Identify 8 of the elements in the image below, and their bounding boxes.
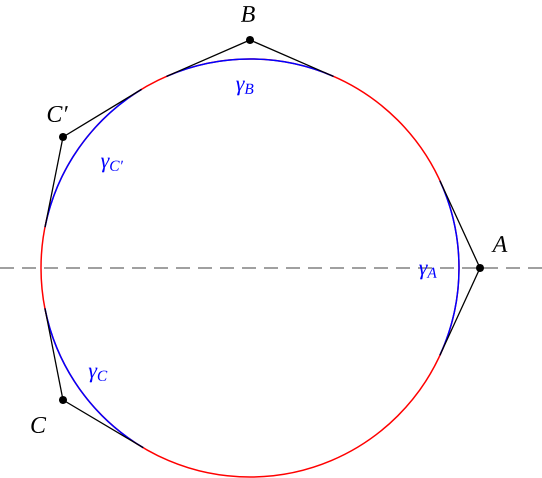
point-label: C′ [48,106,68,122]
point [59,133,67,141]
point-label: A [491,236,508,252]
point [59,396,67,404]
point-label: C [31,416,46,434]
point [246,36,254,44]
point-label: B [240,6,255,22]
point [476,264,484,272]
